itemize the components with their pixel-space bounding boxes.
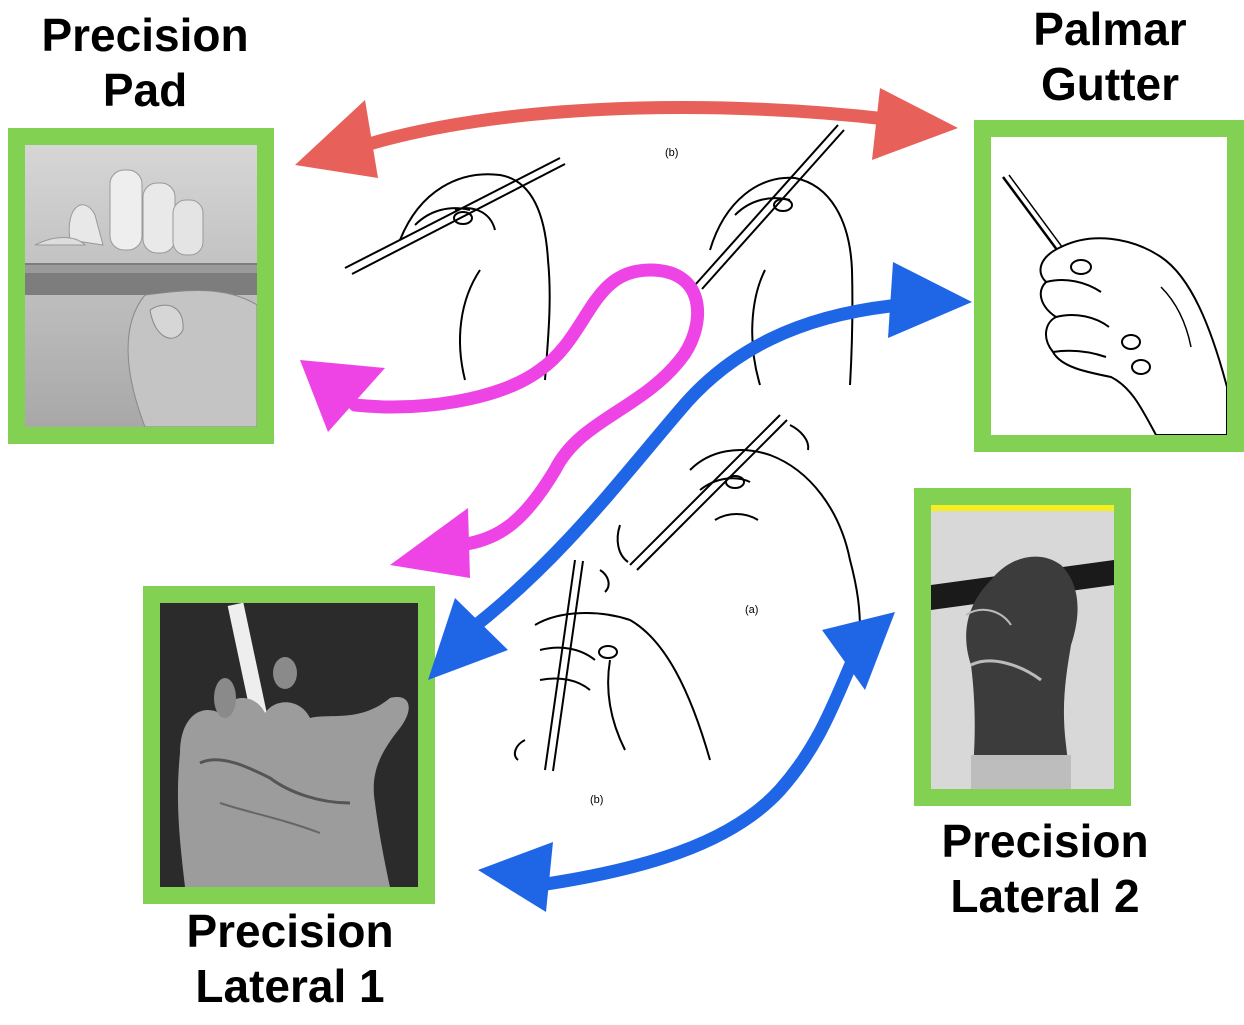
arrow-red-pad-gutter: [295, 88, 958, 178]
hand-drawing-top-right: [695, 125, 852, 385]
hand-drawing-top-left: [345, 158, 565, 380]
figure-label-bottom-a: (a): [745, 604, 758, 616]
hand-drawing-bottom-lower: [515, 560, 710, 771]
figure-label-bottom-b: (b): [590, 794, 603, 806]
arrow-magenta-gutter-to-pad: [300, 270, 698, 578]
figure-label-top-b: (b): [665, 147, 678, 159]
arrow-blue-lateral2-lateral1: [478, 612, 895, 912]
